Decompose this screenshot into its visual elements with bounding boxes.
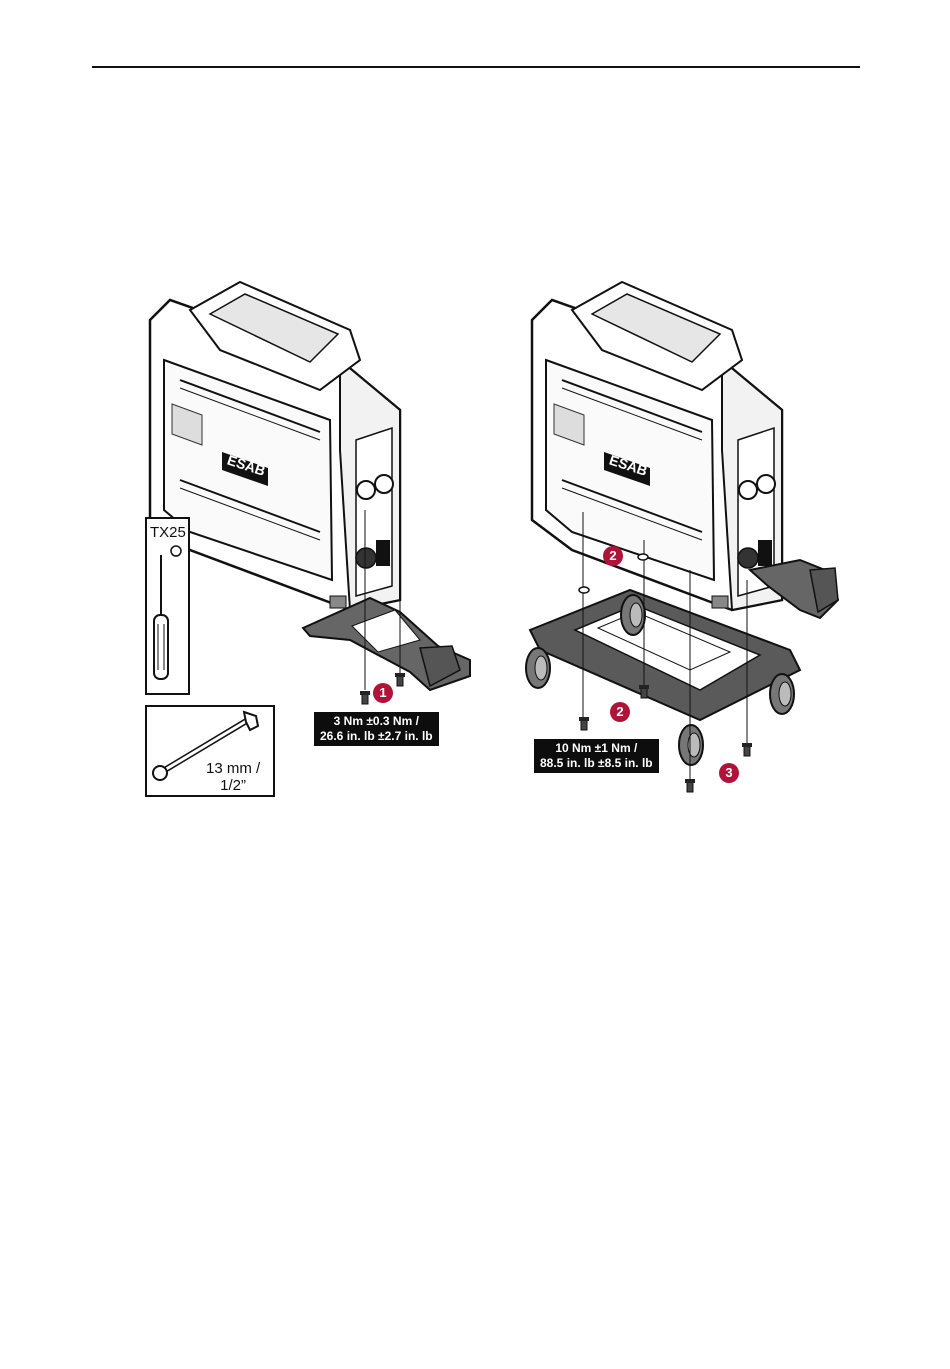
- step-badge-1: 1: [373, 683, 393, 703]
- wrench-label-line1: 13 mm /: [206, 760, 260, 777]
- torque-right-line1: 10 Nm ±1 Nm /: [540, 741, 653, 756]
- trolley-wheel-3: [770, 674, 794, 714]
- torque-right-line2: 88.5 in. lb ±8.5 in. lb: [540, 756, 653, 771]
- torque-left-line1: 3 Nm ±0.3 Nm /: [320, 714, 433, 729]
- screw-right-c: [742, 743, 752, 756]
- step-badge-3: 3: [719, 763, 739, 783]
- screw-right-b: [639, 685, 649, 698]
- screw-left-a: [360, 691, 370, 704]
- trolley-wheel-4: [679, 725, 703, 765]
- washer-1: [579, 587, 589, 593]
- screw-right-a: [579, 717, 589, 730]
- trolley-wheel-2: [621, 595, 645, 635]
- washer-2: [638, 554, 648, 560]
- screw-right-d: [685, 779, 695, 792]
- mounting-bracket: [303, 598, 470, 690]
- screwdriver-label: TX25: [150, 524, 186, 541]
- wrench-label-line2: 1/2”: [206, 777, 260, 794]
- welding-machine-right: ESAB: [532, 282, 782, 610]
- wrench-label: 13 mm / 1/2”: [206, 760, 260, 794]
- torque-spec-right: 10 Nm ±1 Nm / 88.5 in. lb ±8.5 in. lb: [534, 739, 659, 773]
- torque-left-line2: 26.6 in. lb ±2.7 in. lb: [320, 729, 433, 744]
- step-badge-2a: 2: [603, 546, 623, 566]
- step-badge-2b: 2: [610, 702, 630, 722]
- trolley-frame: [530, 590, 800, 720]
- torque-spec-left: 3 Nm ±0.3 Nm / 26.6 in. lb ±2.7 in. lb: [314, 712, 439, 746]
- trolley-wheel-1: [526, 648, 550, 688]
- screw-left-b: [395, 673, 405, 686]
